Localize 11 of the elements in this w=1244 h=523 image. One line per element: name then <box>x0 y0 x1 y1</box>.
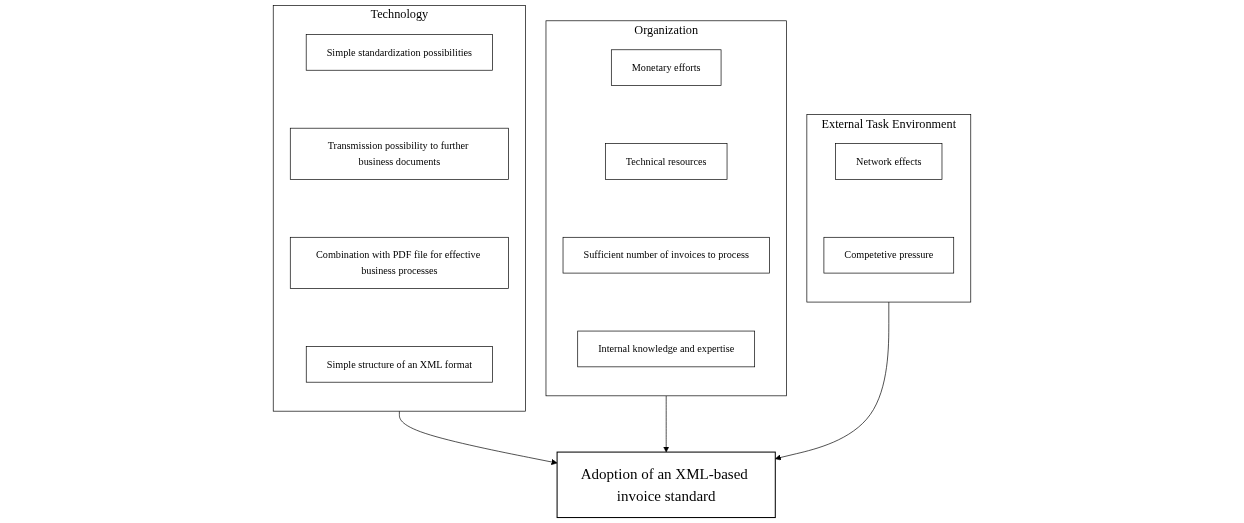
node-box: Combination with PDF file for effective business processes <box>289 236 509 289</box>
node-box: Simple structure of an XML format <box>305 346 493 383</box>
node-box: Network effects <box>835 143 943 180</box>
node-box: Technical resources <box>605 143 728 180</box>
node-box: Adoption of an XML-based invoice standard <box>556 451 776 519</box>
node-box: Competetive pressure <box>823 236 955 274</box>
node-box: Internal knowledge and expertise <box>577 330 755 368</box>
node-box: Monetary efforts <box>610 49 722 86</box>
node-box: Simple standardization possibilities <box>305 34 493 71</box>
node-box: Transmission possibility to further business documents <box>289 127 509 180</box>
node-box: Sufficient number of invoices to process <box>562 236 770 274</box>
